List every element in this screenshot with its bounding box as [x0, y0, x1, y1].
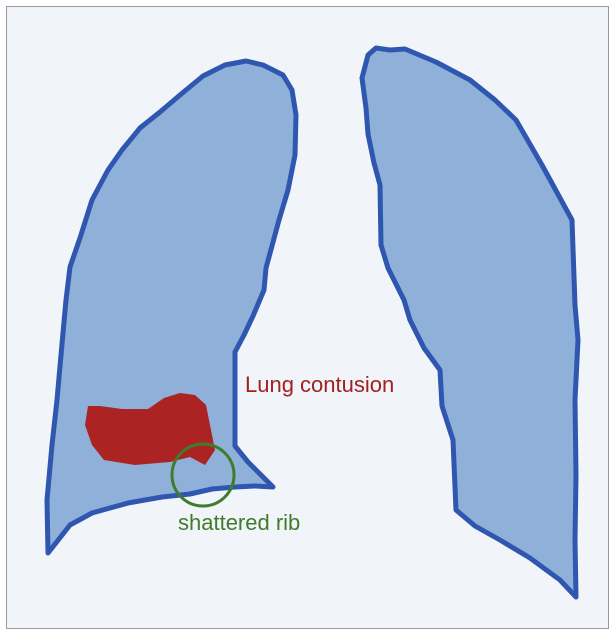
lung-contusion-label: Lung contusion: [245, 374, 394, 396]
shattered-rib-label: shattered rib: [178, 512, 300, 534]
